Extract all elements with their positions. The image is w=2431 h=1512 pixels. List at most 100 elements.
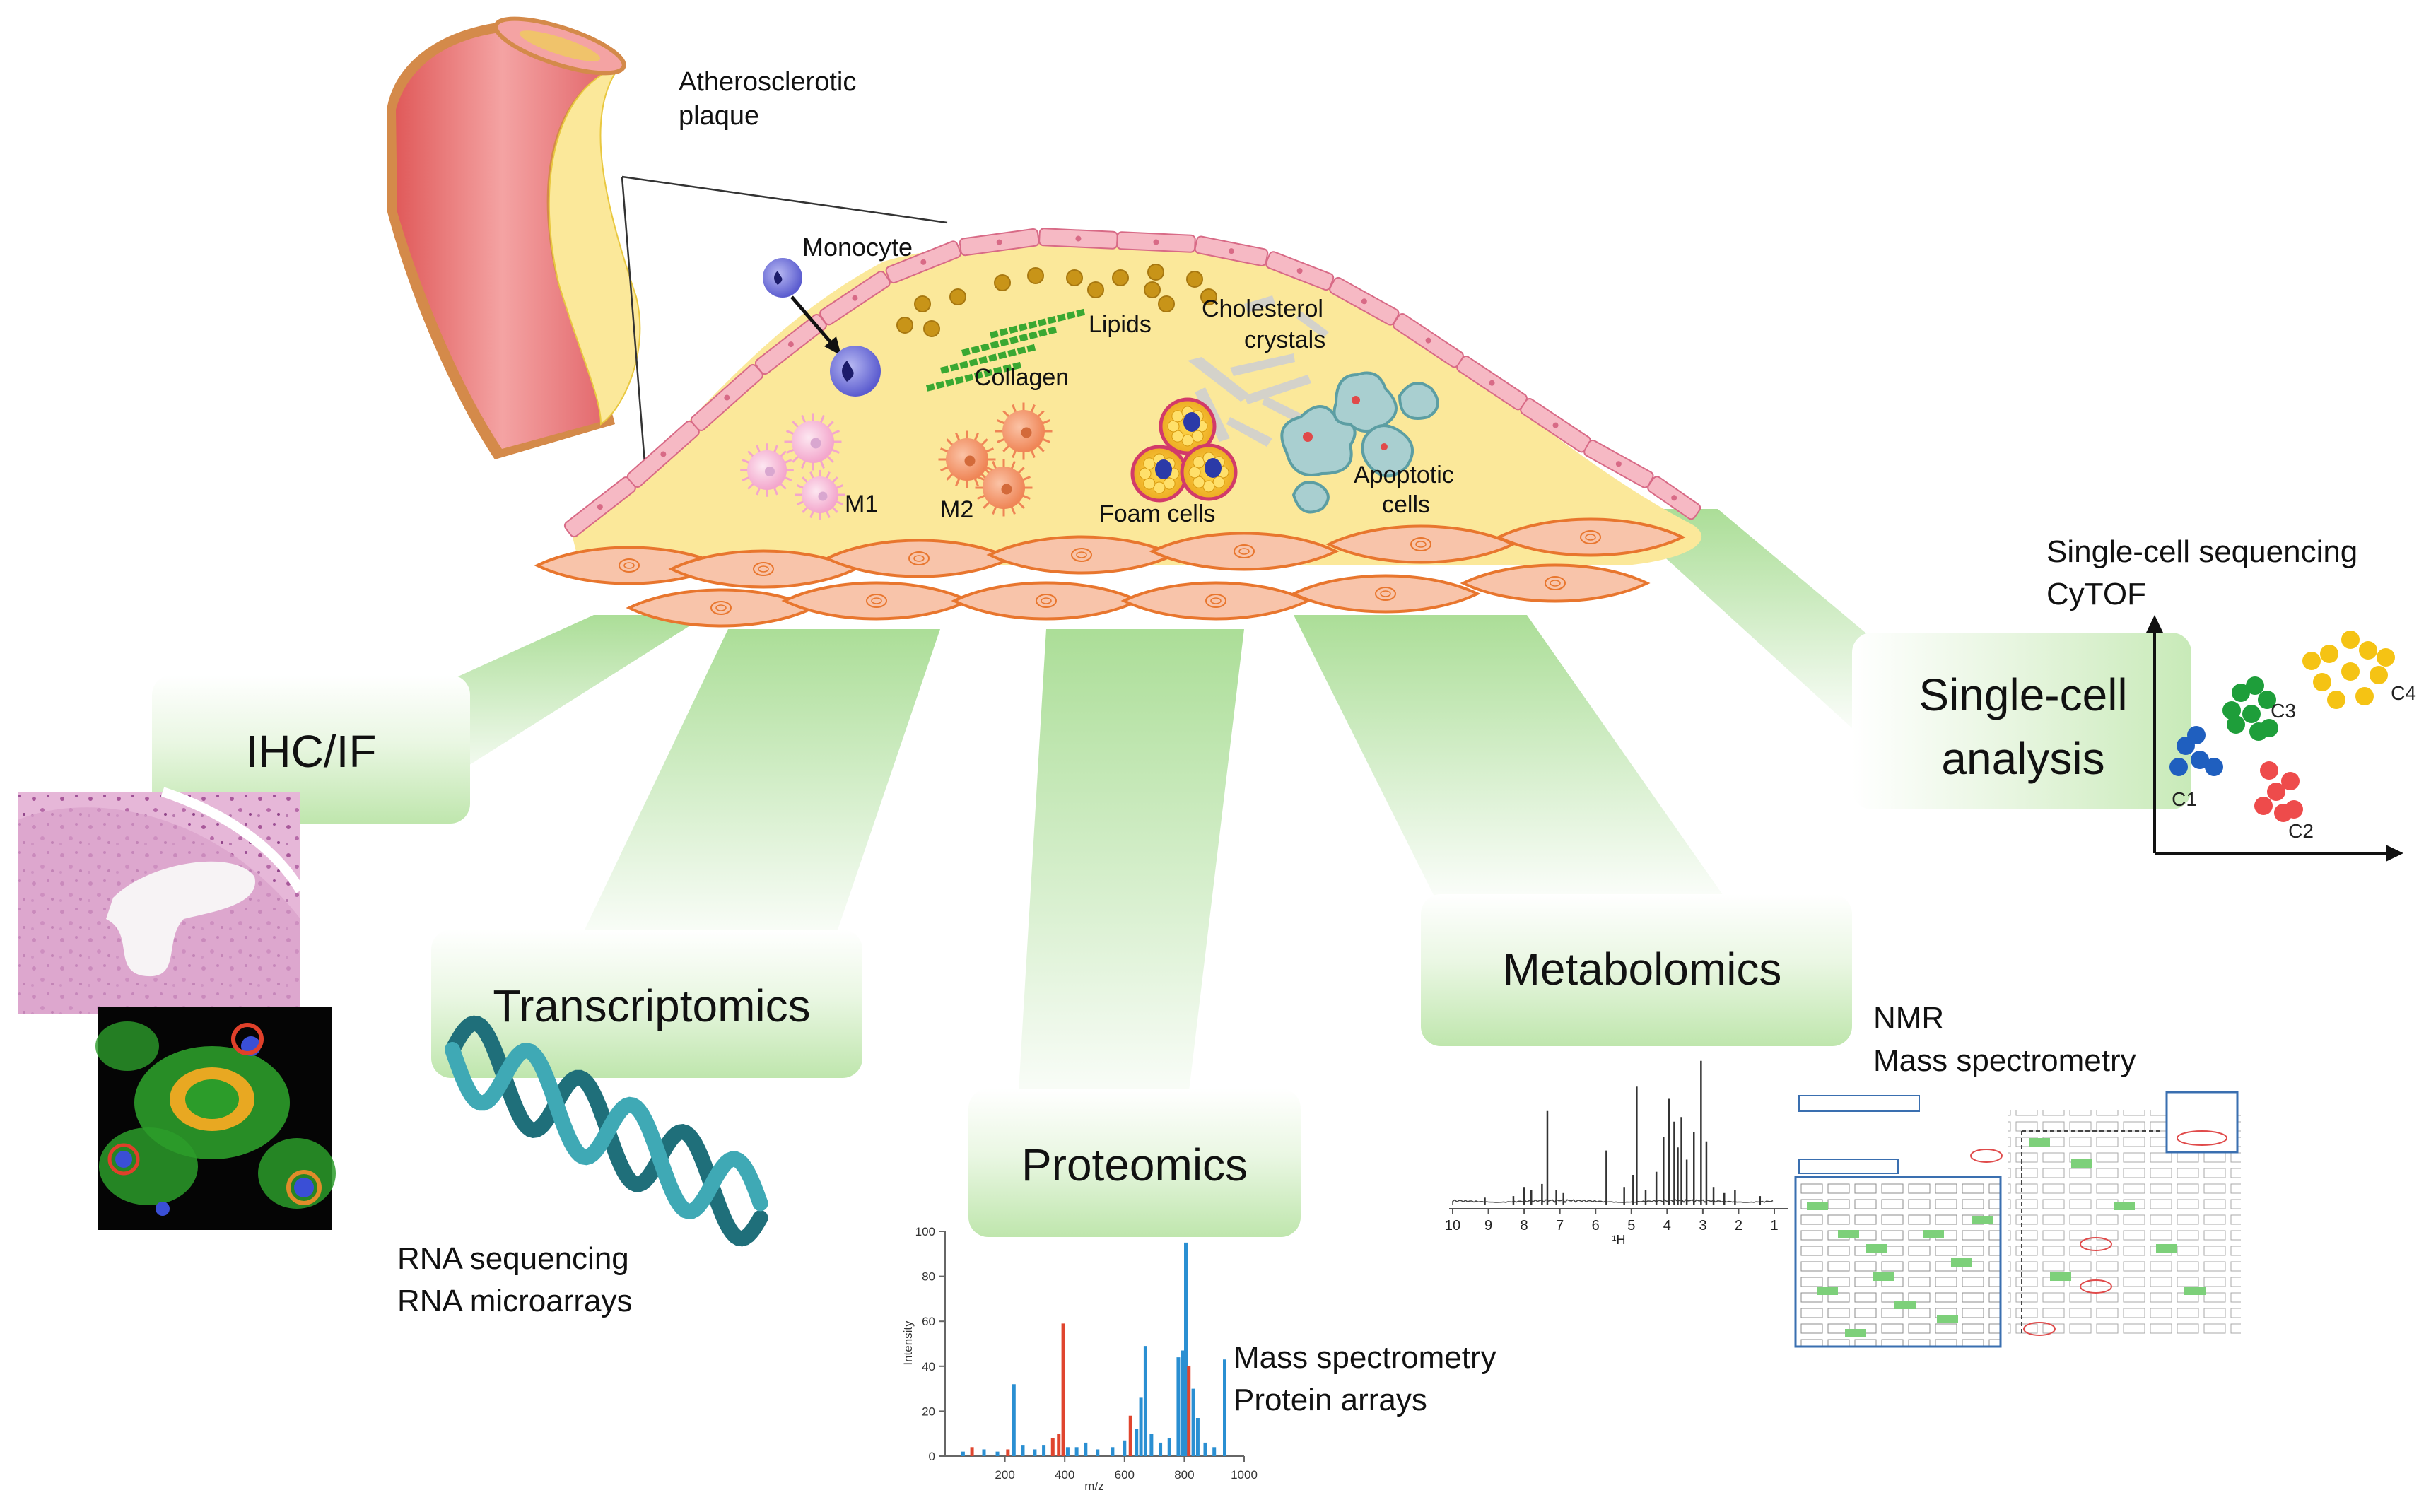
transcriptomics-technique-1: RNA sequencing [397,1241,629,1276]
lipid-droplet [1027,267,1044,284]
endothelial-cell [1116,231,1196,253]
method-ihc[interactable]: IHC/IF [152,675,470,824]
ms-y-label: Intensity [901,1320,915,1366]
m1-macrophage [795,469,845,520]
helix-strand-front [445,1042,768,1220]
cell-dot [2285,800,2303,819]
method-single-cell[interactable]: Single-cell analysis [1852,633,2191,809]
endothelial-cell [959,228,1040,257]
cell-dot [2169,758,2188,776]
m1-macrophage [784,413,842,471]
cluster-label-c3: C3 [2271,700,2296,722]
cell-dot [2191,751,2209,769]
proteomics-technique-1: Mass spectrometry [1234,1340,1496,1375]
cell-dot [2359,641,2377,660]
collagen-fiber [990,308,1086,339]
label-monocyte: Monocyte [802,233,913,262]
method-proteomics[interactable]: Proteomics [968,1089,1301,1237]
nmr-tick-label: 8 [1521,1218,1528,1233]
cell-dot [2377,648,2395,667]
label-collagen: Collagen [974,364,1069,391]
label-m1: M1 [845,491,878,517]
single-cell-technique-1: Single-cell sequencing [2046,534,2357,569]
cluster-label-c2: C2 [2288,820,2314,842]
cluster-label-c4: C4 [2391,682,2416,704]
lipid-droplet [1066,269,1083,286]
foam-cell [1180,443,1238,501]
apoptotic-cells [1280,371,1439,514]
single-cell-box[interactable] [1852,633,2191,809]
transcriptomics-technique-2: RNA microarrays [397,1284,633,1318]
ms-x-tick-label: 400 [1055,1468,1074,1482]
ms-y-tick-label: 0 [929,1450,935,1463]
method-metabolomics[interactable]: Metabolomics [1421,894,1852,1046]
zoom-line-top [621,175,948,224]
single-cell-technique-2: CyTOF [2046,577,2146,611]
nmr-baseline [1452,1199,1774,1205]
monocyte [763,258,881,397]
ihc-fluorescence-image [95,1007,336,1230]
beam-metabolomics [1294,615,1725,898]
m2-macrophages [938,402,1053,517]
ms-y-tick-label: 40 [922,1360,935,1373]
proteomics-box[interactable] [968,1089,1301,1237]
transcriptomics-box[interactable] [431,930,862,1078]
cell-dot [2260,761,2278,780]
foam-cells [1130,397,1238,503]
smooth-muscle-cell [1495,517,1686,557]
lipid-droplets [896,264,1217,337]
ms-y-tick-label: 100 [915,1225,935,1238]
label-lipids: Lipids [1089,311,1152,338]
smooth-muscle-cell [781,581,972,621]
cell-dot [2205,758,2223,776]
nmr-tick-label: 1 [1770,1218,1778,1233]
cluster-c1 [2169,726,2223,776]
m2-macrophage [938,430,996,488]
method-transcriptomics[interactable]: Transcriptomics [431,930,862,1078]
proteomics-title: Proteomics [1021,1139,1248,1190]
cluster-label-c1: C1 [2172,788,2197,810]
lipid-droplet [896,317,913,334]
zoom-line-bottom [621,176,646,464]
single-cell-title-line2: analysis [1941,733,2104,784]
metabolic-pathway-map [1794,1091,2241,1354]
migration-arrow [790,295,836,348]
metabolomics-box[interactable] [1421,894,1852,1046]
lipid-droplet [949,288,966,305]
lipid-droplet [1200,288,1217,305]
metabolomics-technique-1: NMR [1873,1001,1944,1036]
label-cholesterol-line2: crystals [1244,327,1325,353]
lipid-droplet [923,320,940,337]
m2-macrophage [975,459,1033,517]
smooth-muscle-layer [534,517,1686,628]
cell-dot [2242,705,2261,723]
endothelium [563,228,1701,538]
m1-macrophages [740,413,845,520]
plaque-core [573,242,1702,565]
ms-y-tick-label: 20 [922,1405,935,1418]
cell-dot [2267,783,2285,801]
nmr-tick-label: 3 [1699,1218,1706,1233]
cell-dot [2222,701,2241,720]
collagen-fibers [926,308,1086,392]
endothelial-cell [1194,235,1269,266]
cell-dot [2320,645,2338,663]
cell-dot [2281,772,2300,790]
cell-dot [2232,684,2250,702]
ihc-box[interactable] [152,675,470,824]
foam-cell [1130,445,1188,503]
cell-dot [2302,652,2321,670]
rna-helix-icon [445,1015,768,1247]
collagen-fiber [961,326,1058,356]
artery-label-line2: plaque [679,101,759,131]
ms-y-tick-label: 60 [922,1315,935,1328]
lipid-droplet [1147,264,1164,281]
cell-dot [2227,715,2245,734]
ihc-title: IHC/IF [246,726,377,777]
ms-x-tick-label: 200 [995,1468,1014,1482]
label-m2: M2 [940,496,973,523]
beam-proteomics [1018,629,1244,1103]
cell-dot [2341,662,2360,681]
collagen-fiber [940,344,1036,374]
